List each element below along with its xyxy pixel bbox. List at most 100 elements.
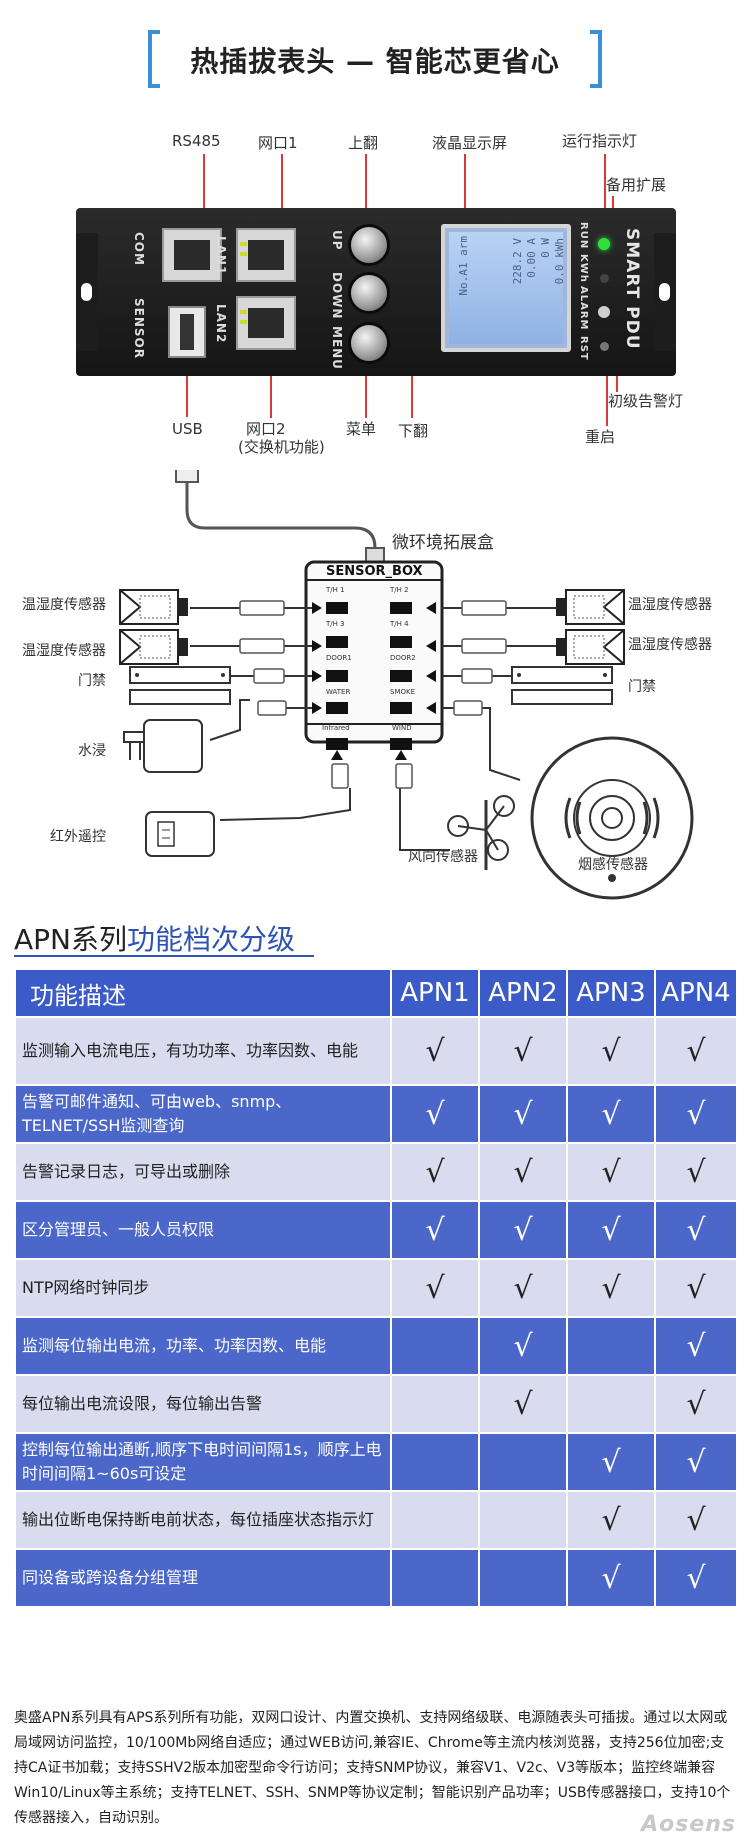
header-apn3: APN3: [566, 968, 656, 1018]
label-usb: USB: [172, 420, 203, 438]
label-up: 上翻: [348, 134, 379, 152]
mount-tab-right: [654, 233, 676, 351]
brand-logo: Aosens: [641, 1812, 736, 1837]
lcd-screen: No.A1 arm 228.2 V 0.00 A 0 W 0.0 kWh: [441, 224, 571, 352]
check-cell-apn1: [390, 1548, 480, 1608]
wind-sensor-label: 风向传感器: [408, 849, 478, 865]
smoke-sensor-label: 烟感传感器: [578, 857, 648, 873]
check-cell-apn4: √: [654, 1316, 738, 1376]
check-cell-apn1: √: [390, 1016, 480, 1086]
callout-rs485: [203, 154, 205, 236]
feature-description: 输出位断电保持断电前状态，每位插座状态指示灯: [14, 1490, 392, 1550]
sensor-box-title: SENSOR_BOX: [326, 564, 423, 579]
com-port: [162, 228, 222, 282]
right-sensor-label: 温湿度传感器: [628, 637, 712, 653]
check-cell-apn1: √: [390, 1258, 480, 1318]
check-mark-icon: √: [686, 1502, 706, 1538]
check-mark-icon: √: [601, 1154, 621, 1190]
check-mark-icon: √: [601, 1212, 621, 1248]
port-label: WATER: [326, 688, 351, 696]
table-row: 输出位断电保持断电前状态，每位插座状态指示灯√√: [14, 1490, 738, 1550]
lcd-line: 0.00 A: [525, 238, 538, 278]
temp-humidity-sensor-icon: [556, 589, 625, 625]
port-label: T/H 4: [390, 620, 409, 628]
smoke-detector-icon: [530, 736, 694, 900]
callout-lan1: [281, 154, 283, 234]
title-box: 热插拔表头 — 智能芯更省心: [148, 30, 602, 88]
check-mark-icon: √: [513, 1212, 533, 1248]
check-cell-apn2: √: [478, 1142, 568, 1202]
up-button[interactable]: [348, 224, 390, 266]
label-lan1: 网口1: [258, 134, 298, 152]
check-mark-icon: √: [513, 1328, 533, 1364]
panel-lan1-text: LAN1: [214, 236, 228, 276]
run-led: [598, 238, 610, 250]
temp-humidity-sensor-icon: [119, 629, 188, 665]
label-run-led: 运行指示灯: [562, 132, 638, 150]
pdu-panel: COM SENSOR LAN1 LAN2 UP DOWN MENU No.A1 …: [76, 208, 676, 376]
check-cell-apn2: √: [478, 1374, 568, 1434]
right-sensor-label: 门禁: [628, 679, 656, 695]
check-mark-icon: √: [425, 1270, 445, 1306]
check-cell-apn1: √: [390, 1142, 480, 1202]
port: [326, 702, 348, 714]
check-cell-apn1: √: [390, 1200, 480, 1260]
header-apn1: APN1: [390, 968, 480, 1018]
menu-button[interactable]: [348, 322, 390, 364]
usb-port: [168, 306, 206, 358]
port: [326, 636, 348, 648]
check-cell-apn4: √: [654, 1432, 738, 1492]
check-cell-apn3: √: [566, 1548, 656, 1608]
lcd-line: 0 W: [539, 238, 552, 258]
check-cell-apn2: √: [478, 1258, 568, 1318]
lcd-line: 0.0 kWh: [553, 238, 566, 285]
check-cell-apn3: √: [566, 1142, 656, 1202]
check-mark-icon: √: [425, 1096, 445, 1132]
table-row: 告警记录日志，可导出或删除√√√√: [14, 1142, 738, 1202]
check-cell-apn2: √: [478, 1200, 568, 1260]
wind-sensor-icon: [447, 795, 515, 870]
feature-table: 功能描述 APN1 APN2 APN3 APN4 监测输入电流电压，有功功率、功…: [14, 968, 738, 1608]
check-mark-icon: √: [513, 1270, 533, 1306]
lan1-led-a: [240, 242, 247, 246]
check-mark-icon: √: [686, 1386, 706, 1422]
sensor-ports: [326, 602, 412, 750]
table-body: 监测输入电流电压，有功功率、功率因数、电能√√√√告警可邮件通知、可由web、s…: [14, 1016, 738, 1608]
title-bracket-left: [148, 30, 160, 88]
lcd-display: No.A1 arm 228.2 V 0.00 A 0 W 0.0 kWh: [449, 232, 566, 344]
check-mark-icon: √: [425, 1033, 445, 1069]
check-cell-apn3: [566, 1374, 656, 1434]
usb-plug-icon: [175, 447, 199, 483]
check-mark-icon: √: [601, 1096, 621, 1132]
reset-button[interactable]: [600, 342, 609, 351]
door-sensor-icon: [129, 666, 231, 705]
table-row: NTP网络时钟同步√√√√: [14, 1258, 738, 1318]
check-cell-apn3: √: [566, 1432, 656, 1492]
check-cell-apn1: √: [390, 1084, 480, 1144]
callout-run: [604, 154, 606, 238]
label-menu: 菜单: [346, 420, 377, 438]
section-title: APN系列功能档次分级: [14, 918, 295, 958]
check-cell-apn2: [478, 1432, 568, 1492]
check-cell-apn2: √: [478, 1316, 568, 1376]
panel-alarm-text: ALARM: [578, 286, 589, 331]
feature-description: 监测输入电流电压，有功功率、功率因数、电能: [14, 1016, 392, 1086]
table-row: 监测输入电流电压，有功功率、功率因数、电能√√√√: [14, 1016, 738, 1086]
check-mark-icon: √: [601, 1560, 621, 1596]
port: [390, 738, 412, 750]
table-row: 告警可邮件通知、可由web、snmp、TELNET/SSH监测查询√√√√: [14, 1084, 738, 1144]
mount-tab-left: [76, 233, 98, 351]
check-mark-icon: √: [686, 1270, 706, 1306]
port: [326, 602, 348, 614]
check-mark-icon: √: [686, 1212, 706, 1248]
check-cell-apn2: [478, 1490, 568, 1550]
feature-description: 监测每位输出电流，功率、功率因数、电能: [14, 1316, 392, 1376]
callout-reset: [606, 344, 608, 426]
label-reset: 重启: [585, 428, 616, 446]
feature-description: 每位输出电流设限，每位输出告警: [14, 1374, 392, 1434]
check-cell-apn4: √: [654, 1548, 738, 1608]
panel-sensor-text: SENSOR: [132, 298, 146, 359]
callout-lcd: [464, 154, 466, 226]
down-button[interactable]: [348, 272, 390, 314]
cable-plugs: [239, 600, 507, 789]
